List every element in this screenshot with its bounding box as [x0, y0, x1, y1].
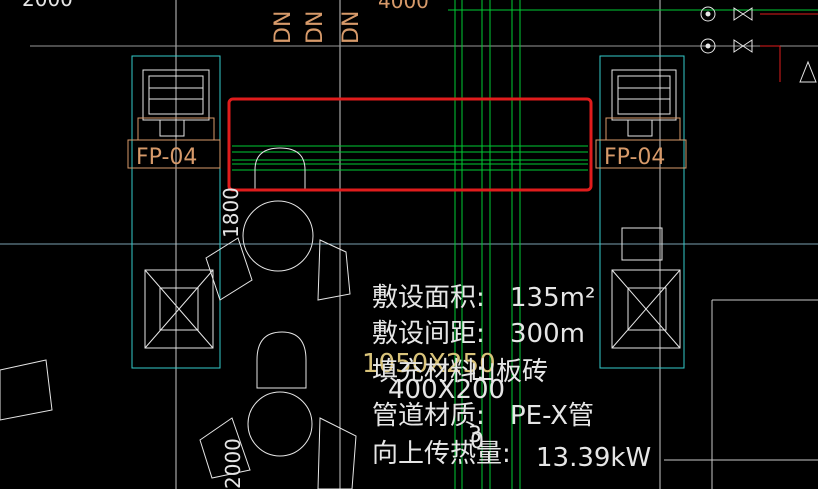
- fan-coil-unit-right[interactable]: [595, 55, 687, 369]
- pipe-label-4: 4000: [378, 0, 429, 13]
- info-size: 400X200: [388, 375, 505, 405]
- unit-tag-left: FP-04: [136, 145, 197, 170]
- dimension-top-left: 2000: [22, 0, 73, 11]
- selection-rectangle[interactable]: [227, 97, 593, 192]
- unit-tag-right: FP-04: [604, 145, 665, 170]
- pipe-label-3: DN: [339, 11, 364, 44]
- info-area-value: 135m²: [510, 283, 595, 313]
- text-layer: 2000 DN DN DN 4000 FP-04 FP-04 1800 2000…: [22, 0, 665, 489]
- green-pipes: [232, 0, 818, 489]
- info-material-value: 山板砖: [470, 357, 548, 387]
- dimension-bottom-left: 2000: [221, 438, 245, 489]
- lower-right-lines: [664, 299, 818, 489]
- info-heat-label: 向上传热量:: [372, 439, 511, 469]
- info-heat-value: 13.39kW: [536, 443, 651, 473]
- valve-symbols[interactable]: [700, 6, 817, 83]
- pipe-label-2: DN: [303, 11, 328, 44]
- info-spacing-value: 300m: [510, 319, 585, 349]
- valve-lines: [760, 13, 818, 82]
- furniture-shapes: [0, 147, 357, 489]
- info-extra1: 1050X250: [362, 349, 496, 379]
- info-misc2: 0: [470, 429, 484, 454]
- info-pipe-label: 管道材质:: [372, 401, 485, 431]
- dimension-pipe-vertical: 1800: [219, 187, 243, 238]
- pipe-label-1: DN: [271, 11, 296, 44]
- info-material-label: 填充材料:: [372, 357, 485, 387]
- fan-coil-unit-left[interactable]: [127, 55, 221, 369]
- info-misc: 3: [468, 423, 482, 448]
- info-spacing-label: 敷设间距:: [372, 319, 485, 349]
- info-pipe-value: PE-X管: [510, 401, 594, 431]
- info-area-label: 敷设面积:: [372, 283, 485, 313]
